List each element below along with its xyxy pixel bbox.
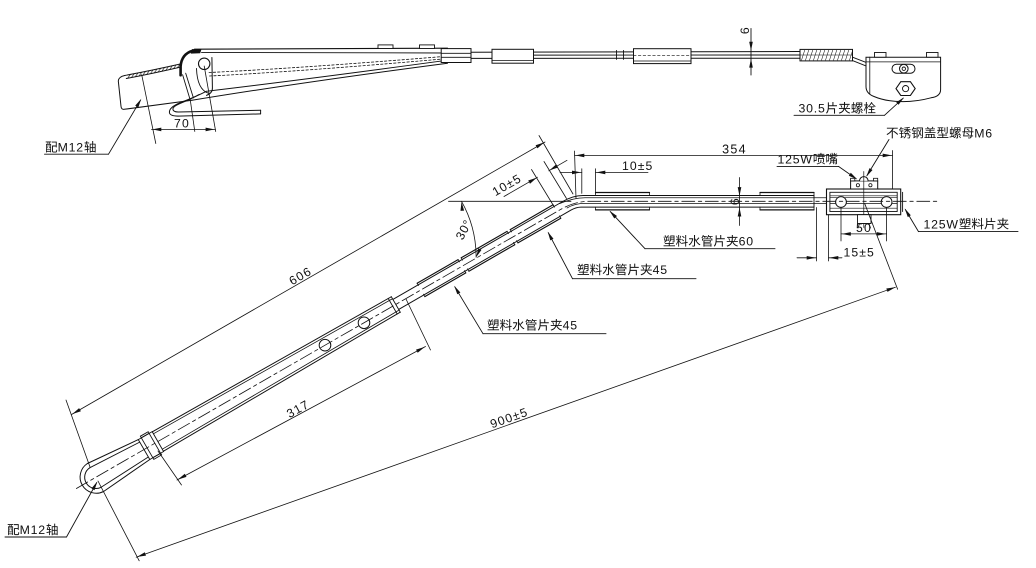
svg-text:M12: M12 <box>20 523 46 537</box>
svg-text:15±5: 15±5 <box>844 245 875 259</box>
svg-text:45: 45 <box>653 263 668 277</box>
svg-text:125W: 125W <box>778 152 813 166</box>
svg-text:6: 6 <box>738 27 752 34</box>
svg-text:M6: M6 <box>974 126 993 140</box>
svg-text:30.5: 30.5 <box>799 102 826 116</box>
svg-text:10±5: 10±5 <box>622 159 653 173</box>
svg-text:354: 354 <box>722 142 747 156</box>
svg-text:125W: 125W <box>924 217 959 231</box>
svg-text:70: 70 <box>174 117 190 131</box>
svg-text:6: 6 <box>728 198 742 205</box>
svg-text:50: 50 <box>856 221 872 235</box>
svg-text:60: 60 <box>739 235 754 249</box>
svg-text:M12: M12 <box>58 141 84 155</box>
svg-text:45: 45 <box>563 319 578 333</box>
